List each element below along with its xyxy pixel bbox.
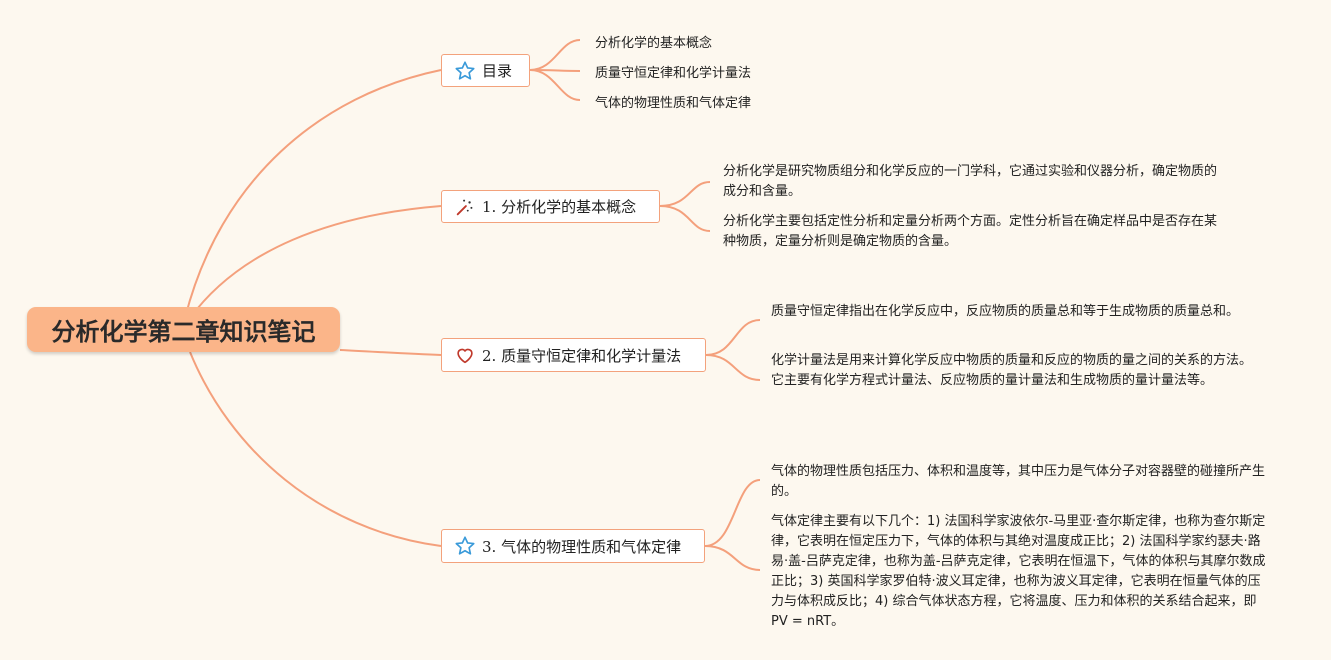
branch-label: 1. 分析化学的基本概念	[482, 198, 637, 216]
branch-gas-laws[interactable]: 3. 气体的物理性质和气体定律	[441, 529, 705, 563]
leaf-paragraph[interactable]: 分析化学是研究物质组分和化学反应的一门学科，它通过实验和仪器分析，确定物质的成分…	[723, 164, 1218, 199]
star-icon	[454, 60, 476, 82]
branch-mass-conservation[interactable]: 2. 质量守恒定律和化学计量法	[441, 338, 706, 372]
branch-label: 2. 质量守恒定律和化学计量法	[482, 346, 682, 365]
root-title: 分析化学第二章知识笔记	[51, 318, 316, 346]
star-icon	[454, 535, 476, 557]
leaf-item[interactable]: 气体的物理性质和气体定律	[595, 96, 752, 111]
magic-wand-icon	[454, 196, 476, 218]
branch-label: 目录	[482, 62, 513, 80]
branch-label: 3. 气体的物理性质和气体定律	[482, 537, 682, 556]
leaf-item[interactable]: 质量守恒定律和化学计量法	[595, 66, 752, 81]
leaf-item[interactable]: 分析化学的基本概念	[595, 36, 713, 51]
leaf-paragraph[interactable]: 化学计量法是用来计算化学反应中物质的质量和反应的物质的量之间的关系的方法。它主要…	[771, 353, 1253, 388]
leaf-paragraph[interactable]: 分析化学主要包括定性分析和定量分析两个方面。定性分析旨在确定样品中是否存在某种物…	[723, 214, 1218, 249]
branch-basic-concepts[interactable]: 1. 分析化学的基本概念	[441, 190, 660, 223]
heart-icon	[454, 344, 476, 366]
branch-contents[interactable]: 目录	[441, 54, 530, 87]
root-topic[interactable]: 分析化学第二章知识笔记	[27, 307, 340, 352]
leaf-paragraph[interactable]: 质量守恒定律指出在化学反应中，反应物质的质量总和等于生成物质的质量总和。	[771, 304, 1240, 319]
leaf-paragraph[interactable]: 气体的物理性质包括压力、体积和温度等，其中压力是气体分子对容器壁的碰撞所产生的。	[771, 464, 1266, 499]
leaf-paragraph[interactable]: 气体定律主要有以下几个：1) 法国科学家波依尔-马里亚·查尔斯定律，也称为查尔斯…	[771, 514, 1266, 629]
